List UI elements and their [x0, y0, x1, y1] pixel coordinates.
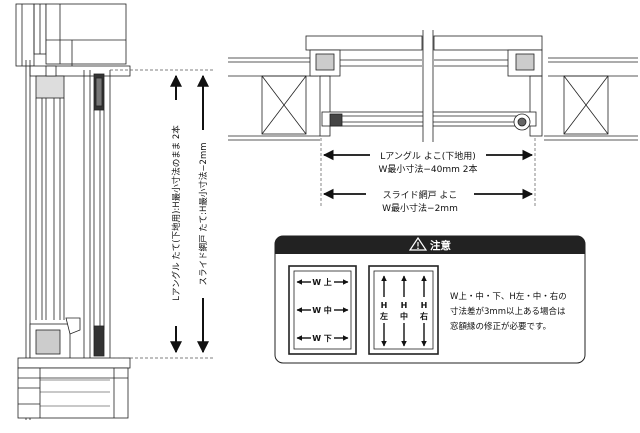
h-measure-diagram: H 左 H 中 H 右: [368, 265, 439, 355]
horizontal-screen-line1: スライド網戸 よこ: [383, 189, 458, 201]
h-mid-letter: H: [401, 301, 408, 310]
h-left-letter: H: [381, 301, 388, 310]
warning-icon: [408, 236, 428, 251]
break-gap: [423, 30, 433, 142]
vertical-section-drawing: [15, 3, 131, 420]
horizontal-screen-line2: W最小寸法−2mm: [382, 202, 458, 214]
notice-title: 注意: [430, 239, 451, 252]
notice-text-line1: W上・中・下、H左・中・右の: [450, 291, 567, 302]
w-top-label: W 上: [312, 277, 332, 287]
h-right-label: 右: [419, 311, 428, 321]
horizontal-l-angle-line1: Lアングル よこ(下地用): [380, 150, 476, 162]
vertical-label-screen: スライド網戸 たて:H最小寸法−2mm: [195, 130, 211, 298]
h-left-label: 左: [379, 311, 388, 321]
horizontal-extension-lines: [320, 138, 536, 206]
vertical-screen-text: スライド網戸 たて:H最小寸法−2mm: [198, 142, 209, 285]
notice-text-line2: 寸法差が3mm以上ある場合は: [450, 306, 566, 317]
notice-text-line3: 窓額縁の修正が必要です。: [450, 321, 551, 332]
horizontal-section-drawing: [228, 35, 638, 141]
horizontal-dimension-arrows: [322, 149, 534, 200]
break-lines: [422, 30, 434, 142]
vertical-label-l-angle: Lアングル たて(下地用):H最小寸法のまま 2本: [168, 100, 184, 326]
vertical-l-angle-text: Lアングル たて(下地用):H最小寸法のまま 2本: [171, 125, 182, 301]
w-mid-label: W 中: [312, 305, 332, 315]
w-measure-diagram: W 上 W 中 W 下: [288, 265, 357, 355]
horizontal-l-angle-line2: W最小寸法−40mm 2本: [378, 163, 477, 175]
w-bot-label: W 下: [312, 334, 332, 343]
h-mid-label: 中: [400, 311, 408, 321]
notice-box: 注意 W 上 W 中 W 下: [274, 235, 586, 364]
h-right-letter: H: [421, 301, 428, 310]
extension-lines: [110, 69, 215, 359]
